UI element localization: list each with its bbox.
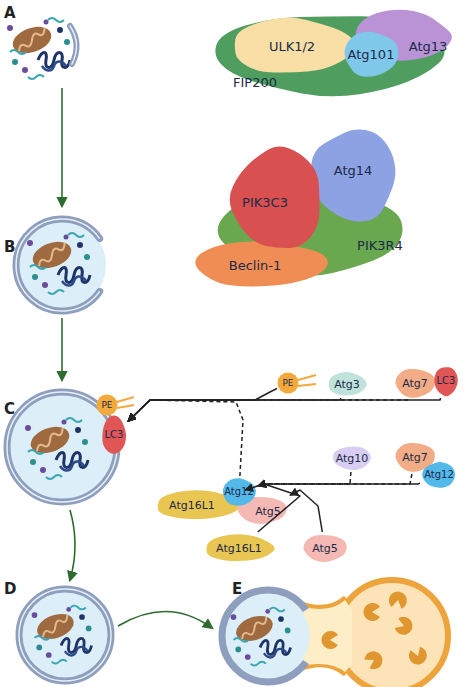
cargo: [231, 608, 291, 666]
cargo: [27, 233, 90, 294]
protein-label: LC3: [437, 376, 456, 386]
protein-label: Atg12: [424, 470, 454, 480]
protein-shape: PE: [96, 394, 118, 416]
protein-shape: Atg3: [325, 370, 369, 398]
protein-shape: Beclin-1: [185, 238, 335, 290]
protein-label: PE: [282, 379, 293, 388]
protein-label: LC3: [105, 430, 124, 440]
shape-fill: [434, 367, 458, 396]
protein-shape: Atg14: [305, 122, 403, 228]
shape-fill: [102, 416, 126, 454]
lysosome: [336, 580, 448, 687]
autophagosome: [7, 392, 117, 502]
panel-letter: E: [232, 580, 242, 598]
shape-fill: [195, 241, 328, 286]
reaction-arrow: [128, 398, 341, 421]
cargo: [7, 18, 70, 79]
autophagosome: [19, 589, 111, 681]
protein-label: Atg5: [255, 506, 281, 517]
shape-fill: [422, 462, 455, 488]
reaction-arrow: [258, 474, 412, 486]
protein-shape: LC3: [100, 413, 128, 457]
cargo: [32, 606, 92, 664]
protein-label: ULK1/2: [269, 40, 315, 53]
shape-fill: [333, 447, 371, 471]
protein-label: PE: [101, 401, 112, 410]
protein-label: PIK3R4: [357, 239, 403, 252]
panel-letter: B: [4, 238, 15, 256]
cargo: [25, 418, 88, 479]
panel-letter: A: [4, 4, 16, 22]
protein-label: Atg16L1: [169, 500, 215, 511]
lipid-tail: [298, 375, 316, 386]
protein-label: Atg7: [402, 378, 428, 389]
protein-shape: Atg10: [330, 444, 374, 472]
shape-fill: [395, 369, 435, 398]
reaction-arrow: [128, 400, 243, 476]
phagophore: [70, 26, 77, 64]
protein-shape: PIK3C3: [225, 140, 330, 258]
shape-fill: [278, 373, 299, 394]
protein-label: Atg12: [224, 487, 254, 497]
reaction-arrow: [258, 472, 351, 486]
protein-label: Atg3: [334, 379, 360, 390]
shape-fill: [238, 497, 287, 524]
panel-letter: D: [4, 580, 16, 598]
protein-shape: Atg12: [220, 476, 258, 508]
shape-fill: [215, 16, 444, 96]
protein-label: Atg7: [402, 452, 428, 463]
protein-shape: LC3: [432, 364, 460, 398]
shape-fill: [97, 395, 118, 416]
protein-shape: Atg101: [340, 28, 402, 80]
stage-arrow: [70, 510, 75, 580]
hydrolase: [322, 590, 430, 672]
reaction-arrow: [290, 490, 322, 532]
shape-fill: [303, 535, 346, 562]
shape-fill: [329, 372, 367, 395]
stage-arrow: [61, 318, 63, 380]
protein-label: Atg5: [312, 543, 338, 554]
reaction-arrow: [245, 484, 300, 532]
autophagosome: [222, 590, 314, 682]
reaction-arrow: [128, 389, 277, 422]
stage-arrow: [61, 88, 63, 206]
protein-label: PIK3C3: [242, 196, 288, 209]
protein-label: Atg101: [348, 48, 395, 61]
lipid-tail: [117, 397, 134, 408]
reaction-arrow: [258, 483, 420, 486]
protein-label: Atg10: [336, 453, 369, 464]
protein-label: Beclin-1: [229, 259, 282, 272]
phagophore: [16, 219, 100, 311]
protein-label: FIP200: [233, 76, 277, 89]
protein-shape: Atg12: [420, 460, 458, 490]
protein-label: Atg14: [334, 164, 373, 177]
protein-shape: Atg7: [392, 366, 438, 400]
protein-shape: ULK1/2: [222, 14, 362, 78]
reaction-arrow: [128, 398, 441, 421]
stage-arrow: [118, 611, 212, 628]
shape-fill: [207, 534, 275, 561]
protein-label: Atg16L1: [216, 543, 262, 554]
reaction-arrow: [128, 400, 408, 421]
panel-letter: C: [4, 400, 15, 418]
protein-shape: PE: [277, 372, 299, 394]
protein-label: Atg13: [409, 40, 448, 53]
protein-shape: Atg16L1: [200, 532, 278, 564]
protein-shape: Atg5: [300, 532, 350, 564]
